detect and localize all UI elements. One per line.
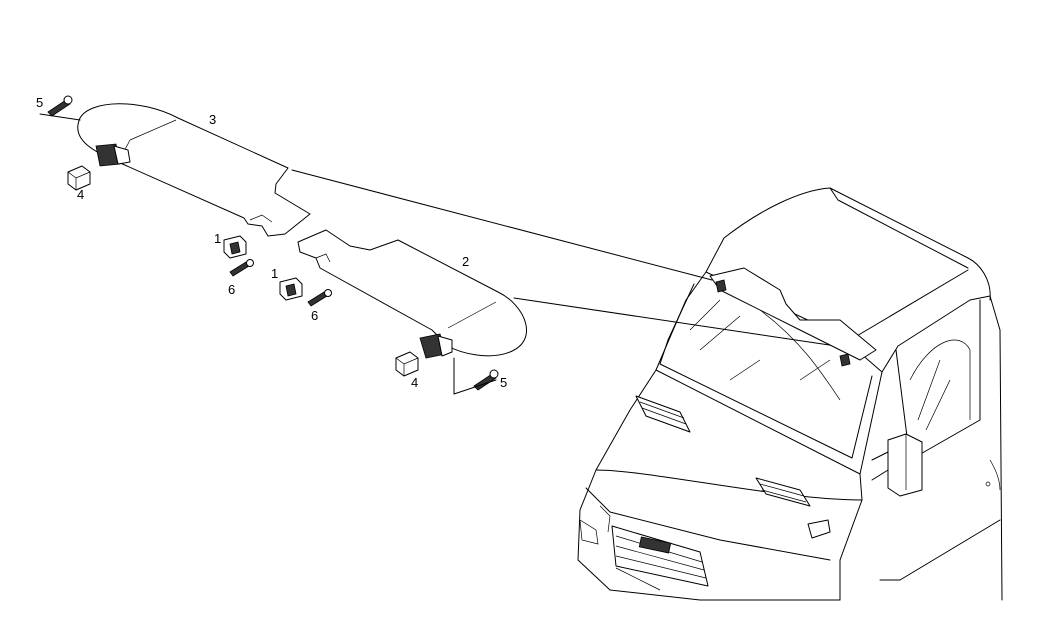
right-sun-visor <box>297 229 527 359</box>
callout-6-right: 6 <box>311 308 318 323</box>
callout-2: 2 <box>462 254 469 269</box>
callout-3: 3 <box>209 112 216 127</box>
callout-5-right: 5 <box>500 375 507 390</box>
callout-1-left: 1 <box>214 231 221 246</box>
bracket-4-left <box>67 165 91 191</box>
clip-1-left <box>223 235 247 259</box>
callout-4-right: 4 <box>411 375 418 390</box>
left-sun-visor <box>77 103 311 237</box>
leader-line-right-visor <box>513 297 837 347</box>
callout-1-right: 1 <box>271 266 278 281</box>
screw-6-left <box>229 259 254 277</box>
callout-6-left: 6 <box>228 282 235 297</box>
leader-line-left-visor <box>291 169 713 281</box>
callout-4-left: 4 <box>77 187 84 202</box>
van-cab <box>577 187 1003 601</box>
bolt-5-left <box>39 95 81 121</box>
callout-5-left: 5 <box>36 95 43 110</box>
bracket-4-right <box>395 351 419 377</box>
screw-6-right <box>307 289 332 307</box>
bolt-5-right <box>453 357 499 395</box>
clip-1-right <box>279 277 303 301</box>
